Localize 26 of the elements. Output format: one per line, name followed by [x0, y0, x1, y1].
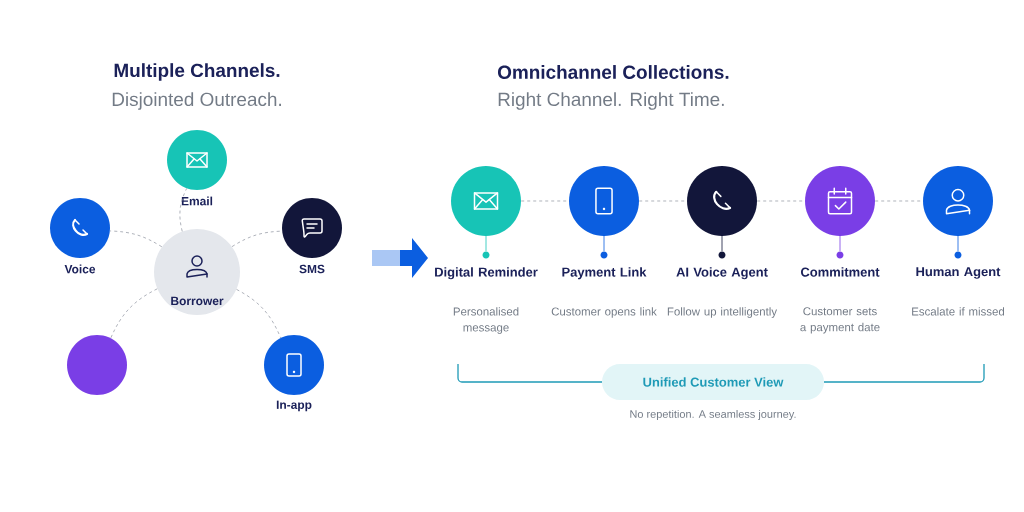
- node-label: AI Voice Agent: [676, 267, 768, 280]
- connector: [231, 230, 283, 248]
- node-label: Voice: [64, 264, 96, 274]
- connector: [110, 288, 158, 339]
- connector: [109, 230, 163, 248]
- node-label: Digital Reminder: [435, 267, 538, 280]
- node-label: Human Agent: [916, 267, 1001, 279]
- heading: Multiple Channels.: [114, 63, 280, 81]
- node-label: Email: [181, 196, 213, 206]
- pill-label: Unified Customer View: [602, 364, 824, 400]
- channel-circle: [67, 335, 127, 395]
- caption-text: No repetition. A seamless journey.: [630, 409, 796, 421]
- node-label: Payment Link: [562, 267, 647, 280]
- node-label: SMS: [299, 264, 325, 274]
- node-label: Personalised message: [453, 307, 519, 334]
- node-label: Follow up intelligently: [667, 307, 778, 318]
- node-label: Customer opens link: [551, 307, 657, 318]
- subheading: Disjointed Outreach.: [112, 92, 281, 110]
- node-label: Customer sets a payment date: [800, 307, 880, 334]
- node-label: Commitment: [800, 267, 880, 277]
- node-label: In-app: [276, 400, 312, 412]
- heading: Omnichannel Collections.: [498, 65, 729, 79]
- connector: [236, 289, 282, 339]
- connector: [179, 187, 188, 232]
- node-label: Escalate if missed: [912, 307, 1005, 316]
- subheading: Right Channel. Right Time.: [498, 92, 724, 110]
